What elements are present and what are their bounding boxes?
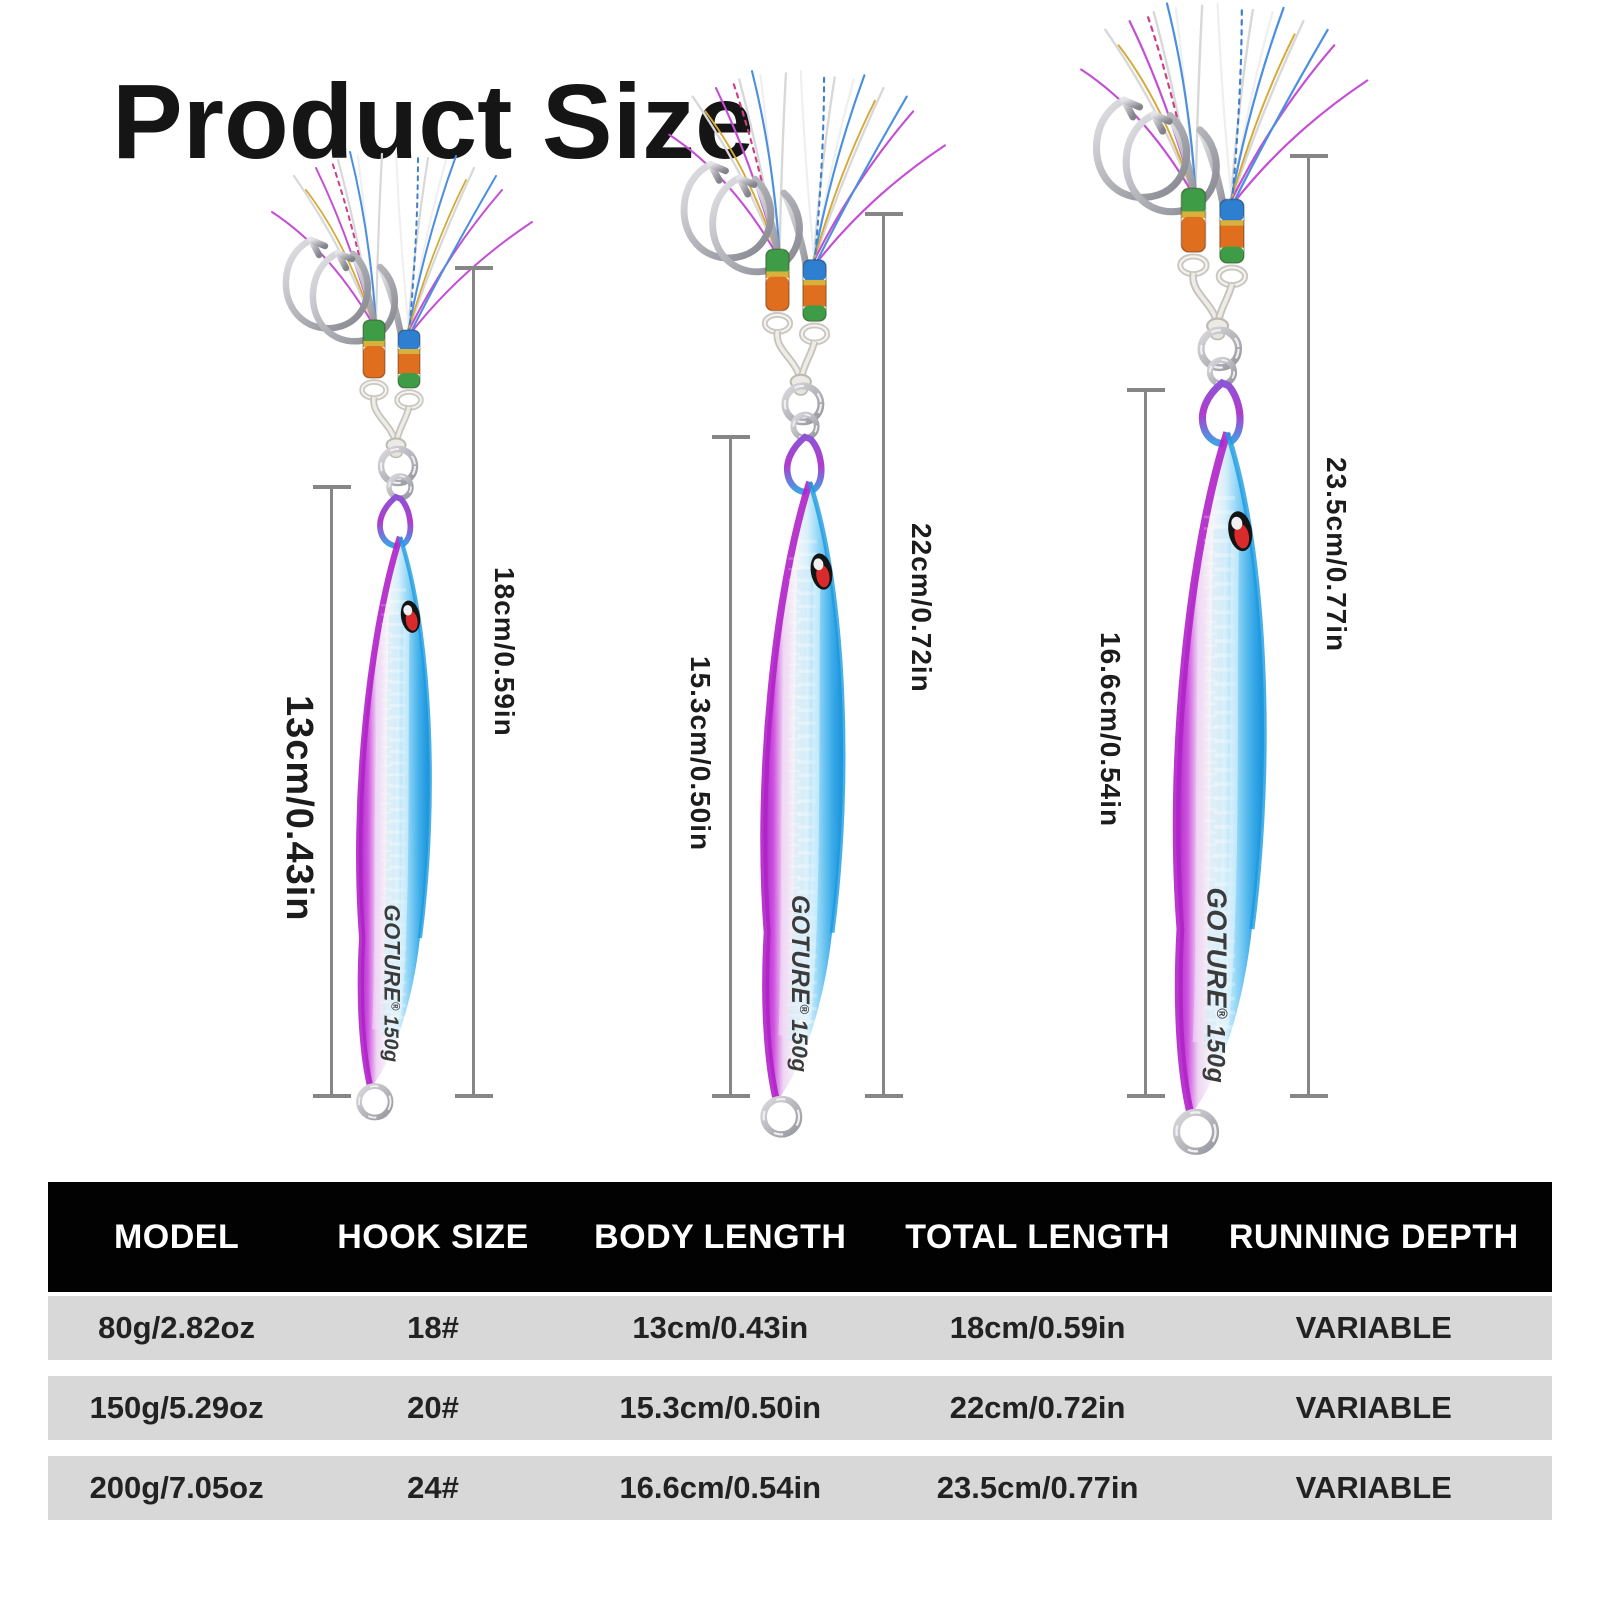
assist-rig-1 xyxy=(272,152,532,498)
measure-cap xyxy=(1290,154,1328,158)
col-header-body-length: BODY LENGTH xyxy=(594,1217,847,1256)
spec-table-header: MODEL HOOK SIZE BODY LENGTH TOTAL LENGTH… xyxy=(48,1182,1552,1292)
lure-illustrations: GOTURE®150g xyxy=(0,0,1600,1175)
measure-cap xyxy=(712,435,750,439)
jig-body-3 xyxy=(1176,383,1264,1151)
cell-body-length-2: 15.3cm/0.50in xyxy=(619,1390,822,1425)
measure-cap xyxy=(1290,1094,1328,1098)
jig-body-2 xyxy=(763,437,843,1134)
cell-body-length-3: 16.6cm/0.54in xyxy=(619,1470,822,1505)
measure-cap xyxy=(455,266,493,270)
cell-total-length-3: 23.5cm/0.77in xyxy=(936,1470,1139,1505)
assist-rig-3 xyxy=(1081,4,1367,385)
measure-cap xyxy=(455,1094,493,1098)
cell-hook-size-3: 24# xyxy=(407,1470,459,1505)
page-title: Product Size xyxy=(112,63,755,181)
assist-rig-2 xyxy=(669,71,945,438)
spec-table: MODEL HOOK SIZE BODY LENGTH TOTAL LENGTH… xyxy=(48,1182,1552,1520)
total-length-label-1: 18cm/0.59in xyxy=(489,567,520,737)
measure-cap xyxy=(1127,388,1165,392)
col-header-hook-size: HOOK SIZE xyxy=(337,1217,529,1256)
measure-line-total-2 xyxy=(882,214,885,1098)
cell-body-length-1: 13cm/0.43in xyxy=(632,1310,809,1345)
jig-body-1 xyxy=(359,497,430,1118)
spec-row-80g: 80g/2.82oz 18# 13cm/0.43in 18cm/0.59in V… xyxy=(48,1296,1552,1360)
cell-running-depth-2: VARIABLE xyxy=(1295,1390,1452,1425)
cell-running-depth-3: VARIABLE xyxy=(1295,1470,1452,1505)
measure-cap xyxy=(865,212,903,216)
body-length-label-2: 15.3cm/0.50in xyxy=(685,656,716,852)
col-header-model: MODEL xyxy=(113,1217,240,1256)
col-header-running-depth: RUNNING DEPTH xyxy=(1228,1217,1519,1256)
cell-model-3: 200g/7.05oz xyxy=(89,1470,264,1505)
measure-line-body-3 xyxy=(1144,390,1147,1098)
body-length-label-1: 13cm/0.43in xyxy=(278,695,320,922)
cell-model-2: 150g/5.29oz xyxy=(89,1390,264,1425)
measure-cap xyxy=(313,1094,351,1098)
cell-total-length-1: 18cm/0.59in xyxy=(949,1310,1126,1345)
measure-cap xyxy=(1127,1094,1165,1098)
measure-cap xyxy=(313,485,351,489)
total-length-label-3: 23.5cm/0.77in xyxy=(1321,457,1352,653)
measure-cap xyxy=(865,1094,903,1098)
cell-total-length-2: 22cm/0.72in xyxy=(949,1390,1126,1425)
col-header-total-length: TOTAL LENGTH xyxy=(905,1217,1170,1256)
cell-model-1: 80g/2.82oz xyxy=(98,1310,255,1345)
cell-running-depth-1: VARIABLE xyxy=(1295,1310,1452,1345)
body-length-label-3: 16.6cm/0.54in xyxy=(1095,632,1126,828)
measure-line-total-1 xyxy=(472,268,475,1098)
measure-line-body-1 xyxy=(330,487,333,1098)
total-length-label-2: 22cm/0.72in xyxy=(906,523,937,693)
spec-row-150g: 150g/5.29oz 20# 15.3cm/0.50in 22cm/0.72i… xyxy=(48,1376,1552,1440)
measure-line-body-2 xyxy=(729,437,732,1098)
cell-hook-size-2: 20# xyxy=(407,1390,459,1425)
spec-row-200g: 200g/7.05oz 24# 16.6cm/0.54in 23.5cm/0.7… xyxy=(48,1456,1552,1520)
measure-cap xyxy=(712,1094,750,1098)
cell-hook-size-1: 18# xyxy=(407,1310,459,1345)
measure-line-total-3 xyxy=(1307,156,1310,1098)
